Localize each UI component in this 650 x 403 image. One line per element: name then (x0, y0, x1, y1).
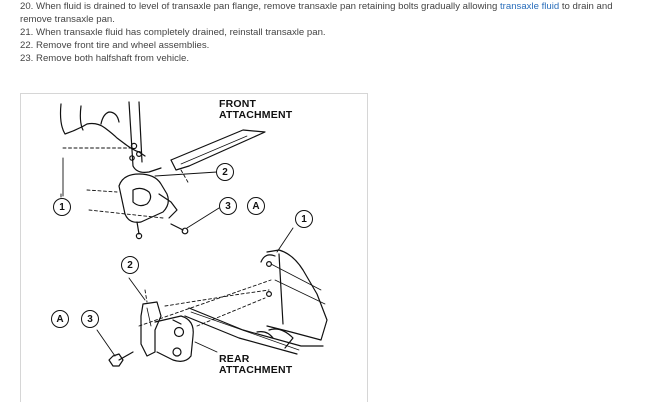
heading-line: REAR (219, 353, 250, 365)
step-number: 23. (20, 53, 34, 64)
step-20: 20. When fluid is drained to level of tr… (20, 0, 644, 26)
heading-line: FRONT (219, 98, 257, 110)
instruction-steps: 20. When fluid is drained to level of tr… (20, 0, 644, 65)
callout-1-front: 1 (53, 198, 71, 216)
transaxle-fluid-link[interactable]: transaxle fluid (500, 1, 560, 12)
step-text: Remove both halfshaft from vehicle. (36, 53, 190, 64)
callout-3-front: 3 (219, 197, 237, 215)
step-22: 22. Remove front tire and wheel assembli… (20, 39, 644, 52)
step-21: 21. When transaxle fluid has completely … (20, 26, 644, 39)
front-attachment-heading: FRONT ATTACHMENT (219, 99, 292, 121)
callout-a-rear: A (51, 310, 69, 328)
step-number: 22. (20, 40, 34, 51)
step-text: to drain and remove transaxle pan. (20, 1, 613, 25)
callout-2-front: 2 (216, 163, 234, 181)
heading-line: ATTACHMENT (219, 109, 293, 121)
callout-1-rear: 1 (295, 210, 313, 228)
step-23: 23. Remove both halfshaft from vehicle. (20, 52, 644, 65)
step-number: 20. (20, 1, 34, 12)
step-text: When fluid is drained to level of transa… (36, 1, 498, 12)
step-text: Remove front tire and wheel assemblies. (36, 40, 210, 51)
callout-2-rear: 2 (121, 256, 139, 274)
rear-attachment-heading: REAR ATTACHMENT (219, 354, 292, 376)
callout-3-rear: 3 (81, 310, 99, 328)
heading-line: ATTACHMENT (219, 364, 293, 376)
transaxle-mount-diagram: FRONT ATTACHMENT REAR ATTACHMENT 1 2 3 A… (20, 93, 368, 402)
callout-a-front: A (247, 197, 265, 215)
mount-line-drawing (59, 101, 328, 367)
step-number: 21. (20, 27, 34, 38)
step-text: When transaxle fluid has completely drai… (36, 27, 326, 38)
